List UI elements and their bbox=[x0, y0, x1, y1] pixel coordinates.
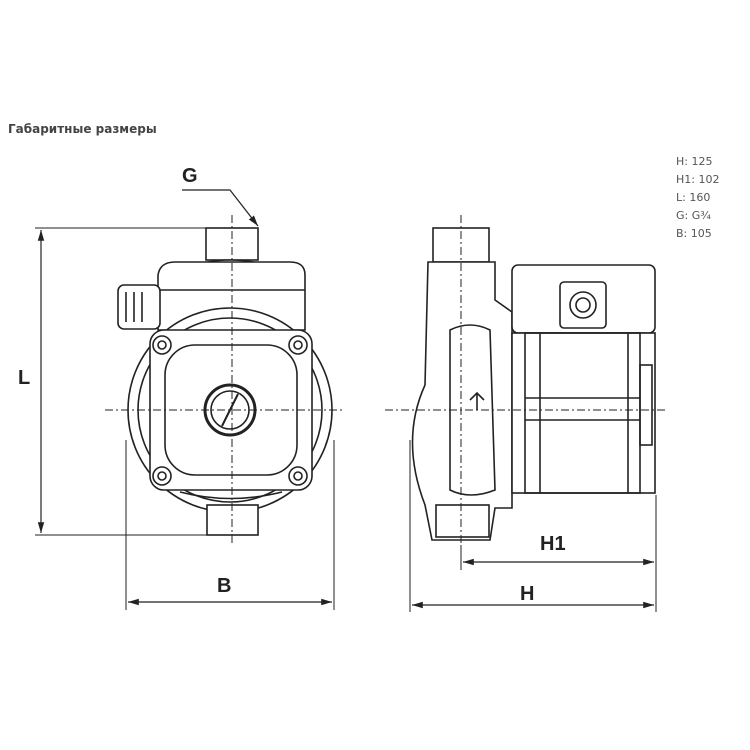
spec-l: L: 160 bbox=[676, 191, 711, 204]
spec-list: H: 125 H1: 102 L: 160 G: G¾ B: 105 bbox=[676, 153, 719, 243]
spec-h1: H1: 102 bbox=[676, 173, 720, 186]
label-h: H bbox=[520, 583, 534, 605]
front-view bbox=[105, 215, 345, 545]
page-title: Габаритные размеры bbox=[8, 122, 157, 136]
dimension-b bbox=[125, 440, 335, 610]
dimension-h1 bbox=[460, 495, 657, 612]
spec-g: G: G¾ bbox=[676, 209, 711, 222]
dimension-h bbox=[409, 440, 654, 612]
label-b: B bbox=[217, 575, 231, 597]
side-view bbox=[385, 215, 668, 545]
label-l: L bbox=[18, 367, 30, 389]
spec-h: H: 125 bbox=[676, 155, 713, 168]
label-h1: H1 bbox=[540, 533, 566, 555]
dimension-g-leader bbox=[182, 189, 259, 227]
spec-b: B: 105 bbox=[676, 227, 712, 240]
label-g: G bbox=[182, 165, 198, 187]
dimension-l bbox=[35, 227, 207, 536]
